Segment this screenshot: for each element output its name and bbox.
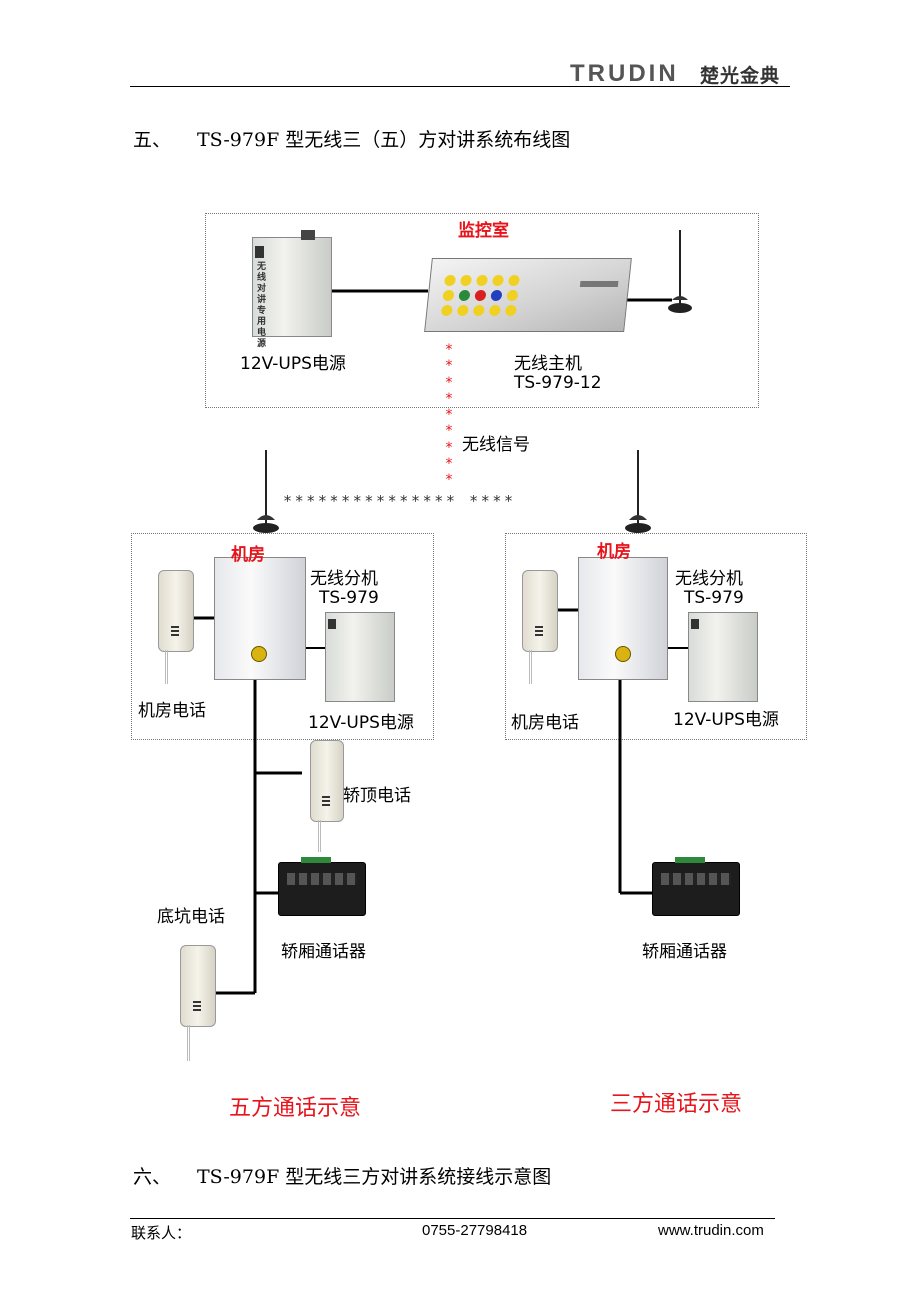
antenna-icon-right <box>625 450 651 533</box>
phone-cord-left <box>165 650 178 684</box>
host-model: TS-979-12 <box>514 373 602 393</box>
control-room-zone <box>205 213 759 408</box>
machine-room-phone-label-right: 机房电话 <box>511 713 579 733</box>
signal-stars-horizontal: *************** **** <box>283 492 516 510</box>
machine-room-phone-right <box>522 570 558 652</box>
ups-power-supply-right <box>688 612 758 702</box>
ups-label-right: 12V-UPS电源 <box>673 710 779 730</box>
car-top-phone-label: 轿顶电话 <box>343 786 411 806</box>
machine-room-zone-right <box>505 533 807 740</box>
ups-device-text: 无线对讲专用电源 <box>257 262 267 349</box>
machine-room-zone-left <box>131 533 434 740</box>
caption-five-party: 五方通话示意 <box>229 1096 362 1121</box>
footer-contact-label: 联系人： <box>131 1224 192 1242</box>
section-6-title: TS-979F 型无线三方对讲系统接线示意图 <box>197 1166 552 1188</box>
machine-room-title-left: 机房 <box>231 545 265 565</box>
control-room-title: 监控室 <box>458 221 509 241</box>
car-intercom-label-right: 轿厢通话器 <box>642 942 727 962</box>
footer-website-link[interactable]: www.trudin.com <box>658 1222 764 1239</box>
section-5-heading: 五、 TS-979F 型无线三（五）方对讲系统布线图 <box>133 125 570 152</box>
car-intercom-device-left <box>278 857 366 916</box>
ups-label-left: 12V-UPS电源 <box>308 713 414 733</box>
header-logo: TRUDIN 楚光金典 <box>570 60 800 88</box>
car-top-phone <box>310 740 344 822</box>
wireless-signal-label: 无线信号 <box>462 435 530 455</box>
unit-model-right: TS-979 <box>684 588 744 608</box>
pit-phone-label: 底坑电话 <box>157 907 225 927</box>
ups-power-supply-control: 无线对讲专用电源 <box>252 230 332 349</box>
antenna-icon-control <box>668 230 692 313</box>
signal-stars-vertical: ********* <box>444 342 454 489</box>
section-6-heading: 六、 TS-979F 型无线三方对讲系统接线示意图 <box>133 1162 551 1189</box>
footer-rule <box>130 1218 775 1219</box>
machine-room-phone-label-left: 机房电话 <box>138 701 206 721</box>
section-5-number: 五、 <box>133 129 172 151</box>
footer-phone: 0755-27798418 <box>422 1222 528 1239</box>
header-rule <box>130 86 790 87</box>
section-6-number: 六、 <box>133 1166 172 1188</box>
logo-text: TRUDIN <box>570 60 679 87</box>
machine-room-phone-left <box>158 570 194 652</box>
caption-three-party: 三方通话示意 <box>610 1092 743 1117</box>
pit-phone <box>180 945 216 1027</box>
phone-cord-right <box>529 650 542 684</box>
section-5-title: TS-979F 型无线三（五）方对讲系统布线图 <box>197 129 571 151</box>
machine-room-title-right: 机房 <box>597 542 631 562</box>
host-label: 无线主机 <box>514 354 582 374</box>
unit-model-left: TS-979 <box>319 588 379 608</box>
car-intercom-device-right <box>652 857 740 916</box>
antenna-icon-left <box>253 450 279 533</box>
phone-cord-car-top <box>318 820 331 852</box>
car-intercom-label-left: 轿厢通话器 <box>281 942 366 962</box>
wireless-unit-right <box>578 557 668 680</box>
wireless-unit-left <box>214 557 306 680</box>
ups-power-supply-left <box>325 612 395 702</box>
control-ups-label: 12V-UPS电源 <box>240 354 346 374</box>
phone-cord-pit <box>187 1025 200 1061</box>
unit-label-left: 无线分机 <box>310 569 378 589</box>
wireless-host-device <box>424 258 632 332</box>
logo-chinese: 楚光金典 <box>700 65 781 87</box>
unit-label-right: 无线分机 <box>675 569 743 589</box>
